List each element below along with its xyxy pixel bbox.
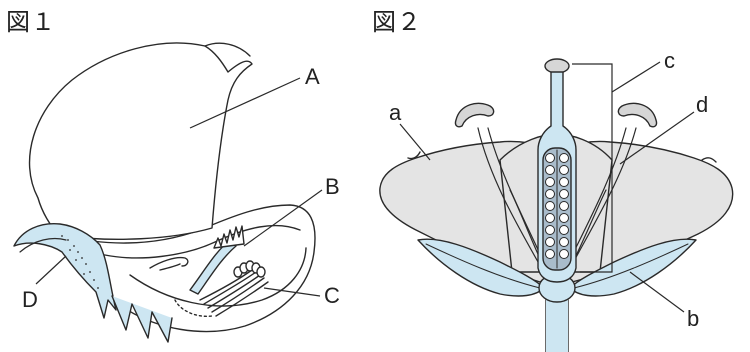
label-c: c: [664, 48, 675, 73]
label-B: B: [325, 174, 340, 199]
label-a: a: [389, 100, 402, 125]
figure2-flower: [380, 59, 733, 352]
leader-a: [400, 124, 430, 160]
label-C: C: [324, 283, 340, 308]
figure1-flower: [14, 43, 315, 342]
label-d: d: [696, 92, 708, 117]
label-D: D: [22, 287, 38, 312]
label-A: A: [305, 64, 320, 89]
leader-D: [36, 256, 66, 284]
leader-b: [630, 272, 684, 312]
figure2-anther-right: [618, 103, 656, 126]
leader-c: [612, 62, 660, 92]
label-b: b: [687, 306, 699, 331]
figure2-stem-fill: [546, 300, 568, 352]
figure2-stigma: [545, 59, 569, 73]
figure1-standard-petal: [30, 43, 252, 239]
figure2-anther-left: [455, 103, 493, 126]
